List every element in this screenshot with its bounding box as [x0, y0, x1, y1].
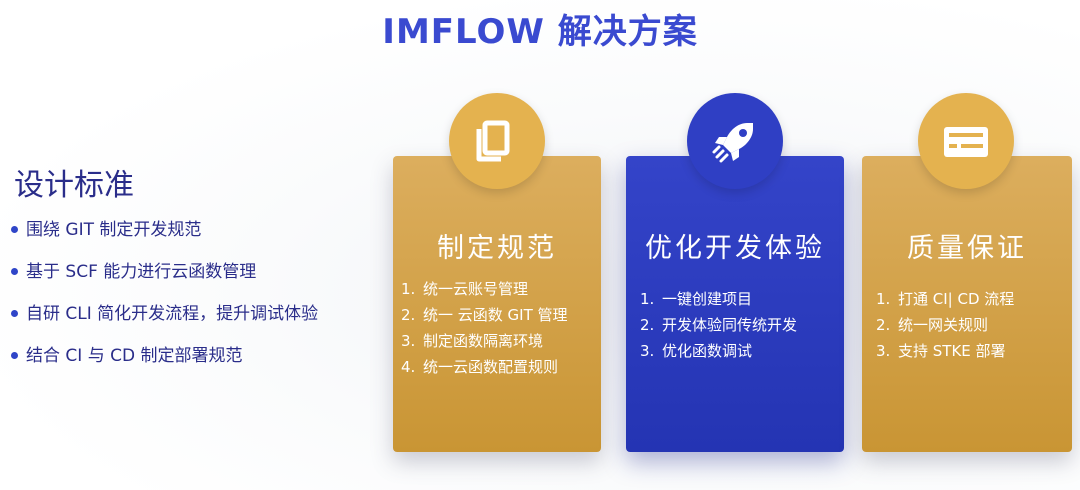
list-item: 4. 统一云函数配置规则	[401, 354, 568, 380]
list-item: 2. 开发体验同传统开发	[640, 312, 797, 338]
card-dev-experience: 优化开发体验 1. 一键创建项目 2. 开发体验同传统开发 3. 优化函数调试	[626, 156, 844, 452]
list-item: 3. 制定函数隔离环境	[401, 328, 568, 354]
copy-icon-badge	[449, 93, 545, 189]
item-number: 3.	[876, 342, 891, 360]
list-item: 2. 统一网关规则	[876, 312, 1014, 338]
card-list: 1. 统一云账号管理 2. 统一 云函数 GIT 管理 3. 制定函数隔离环境 4. 统…	[401, 276, 568, 380]
card-icon	[944, 127, 988, 157]
list-item: 1. 一键创建项目	[640, 286, 797, 312]
list-item: 3. 优化函数调试	[640, 338, 797, 364]
list-item: 3. 支持 STKE 部署	[876, 338, 1014, 364]
design-standards-list: 围绕 GIT 制定开发规范 基于 SCF 能力进行云函数管理 自研 CLI 简化…	[10, 215, 318, 383]
item-text: 开发体验同传统开发	[662, 316, 798, 334]
item-number: 1.	[401, 280, 416, 298]
item-number: 4.	[401, 358, 416, 376]
item-text: 制定函数隔离环境	[423, 332, 544, 350]
copy-icon	[476, 120, 510, 162]
list-item: 1. 打通 CI| CD 流程	[876, 286, 1014, 312]
item-number: 3.	[401, 332, 416, 350]
item-number: 1.	[640, 290, 655, 308]
card-title: 制定规范	[437, 233, 557, 264]
card-title: 优化开发体验	[645, 233, 825, 264]
page-title: IMFLOW 解决方案	[382, 12, 698, 52]
card-icon-badge	[918, 93, 1014, 189]
item-text: 统一 云函数 GIT 管理	[423, 306, 568, 324]
list-item: 自研 CLI 简化开发流程，提升调试体验	[10, 299, 318, 341]
item-text: 支持 STKE 部署	[898, 342, 1006, 360]
item-text: 统一网关规则	[898, 316, 989, 334]
list-item: 1. 统一云账号管理	[401, 276, 568, 302]
item-text: 打通 CI| CD 流程	[898, 290, 1015, 308]
list-item: 2. 统一 云函数 GIT 管理	[401, 302, 568, 328]
card-standards: 制定规范 1. 统一云账号管理 2. 统一 云函数 GIT 管理 3. 制定函数隔离环…	[393, 156, 601, 452]
item-number: 2.	[876, 316, 891, 334]
card-title: 质量保证	[907, 233, 1027, 264]
list-item: 围绕 GIT 制定开发规范	[10, 215, 318, 257]
item-text: 统一云账号管理	[423, 280, 529, 298]
list-item: 基于 SCF 能力进行云函数管理	[10, 257, 318, 299]
item-number: 1.	[876, 290, 891, 308]
item-number: 2.	[640, 316, 655, 334]
item-number: 3.	[640, 342, 655, 360]
card-quality: 质量保证 1. 打通 CI| CD 流程 2. 统一网关规则 3. 支持 STKE 部…	[862, 156, 1072, 452]
list-item: 结合 CI 与 CD 制定部署规范	[10, 341, 318, 383]
rocket-icon	[712, 123, 753, 163]
card-list: 1. 一键创建项目 2. 开发体验同传统开发 3. 优化函数调试	[640, 286, 797, 364]
item-number: 2.	[401, 306, 416, 324]
rocket-icon-badge	[687, 93, 783, 189]
item-text: 统一云函数配置规则	[423, 358, 559, 376]
item-text: 优化函数调试	[662, 342, 753, 360]
card-list: 1. 打通 CI| CD 流程 2. 统一网关规则 3. 支持 STKE 部署	[876, 286, 1014, 364]
item-text: 一键创建项目	[662, 290, 753, 308]
design-standards-heading: 设计标准	[14, 168, 134, 203]
